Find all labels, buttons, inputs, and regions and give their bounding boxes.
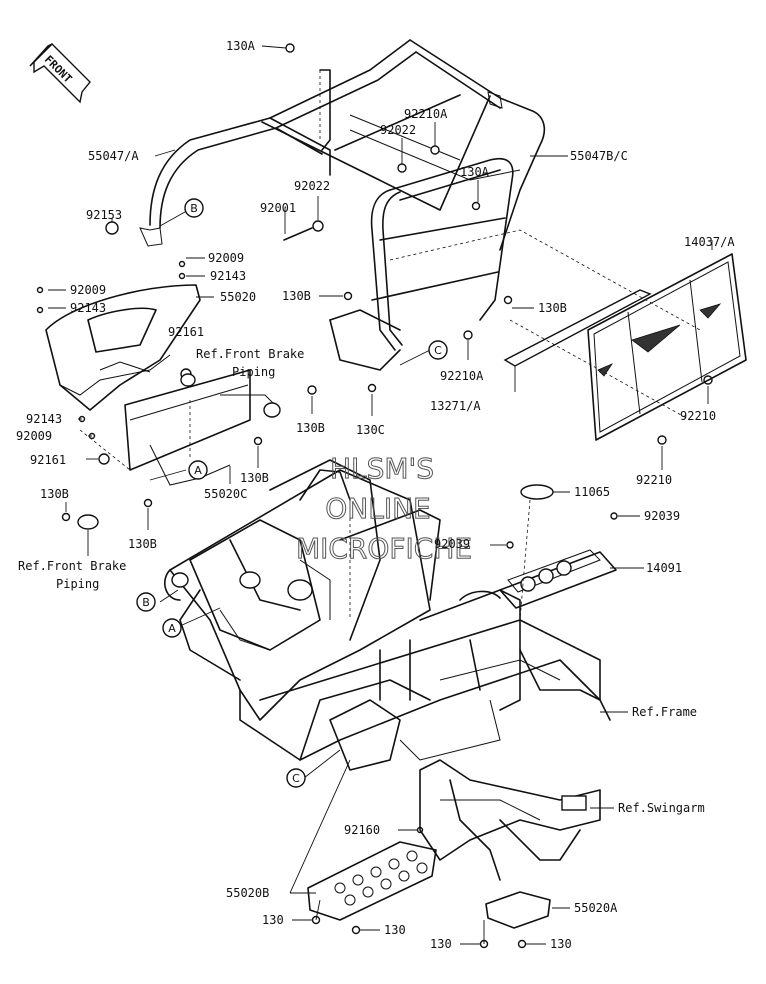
swingarm <box>419 759 601 881</box>
part-label: 130B <box>240 471 269 485</box>
part-label: 92210 <box>680 409 716 423</box>
part-label: 92143 <box>26 412 62 426</box>
part-label: 14091 <box>646 561 682 575</box>
part-label: 92001 <box>260 201 296 215</box>
svg-text:ONLINE: ONLINE <box>325 492 430 525</box>
main-frame <box>164 459 611 771</box>
part-label: 130A <box>460 165 490 179</box>
svg-text:C: C <box>292 772 300 785</box>
plate-55020a <box>485 891 551 929</box>
part-labels: 130A 55047/A 92210A 92022 55047B/C 130A … <box>16 39 735 951</box>
bolt-130a-icon <box>285 43 295 53</box>
leader-lines <box>48 45 713 945</box>
skid-plate-55020b <box>307 841 437 921</box>
part-label: 130B <box>128 537 157 551</box>
cap-11065 <box>520 484 554 500</box>
circle-callout-a-top: A <box>188 460 208 480</box>
part-label: 130B <box>282 289 311 303</box>
svg-text:B: B <box>142 596 150 609</box>
part-label: Piping <box>232 365 275 379</box>
part-label: 13271/A <box>430 399 481 413</box>
part-label: 92039 <box>434 537 470 551</box>
part-label: 92143 <box>210 269 246 283</box>
svg-text:A: A <box>194 464 202 477</box>
part-label: 14037/A <box>684 235 735 249</box>
part-label: 92009 <box>70 283 106 297</box>
part-label: 130 <box>550 937 572 951</box>
part-label: 92009 <box>208 251 244 265</box>
part-label: 92160 <box>344 823 380 837</box>
part-label: 130 <box>430 937 452 951</box>
part-label: 92153 <box>86 208 122 222</box>
svg-text:B: B <box>190 202 198 215</box>
part-label: Ref.Frame <box>632 705 697 719</box>
part-label: Piping <box>56 577 99 591</box>
circle-callout-b-bottom: B <box>136 592 156 612</box>
part-label: 55020C <box>204 487 247 501</box>
part-label: 92210 <box>636 473 672 487</box>
part-label: 92039 <box>644 509 680 523</box>
svg-text:C: C <box>434 344 442 357</box>
part-label: 55047B/C <box>570 149 628 163</box>
part-label: 55020B <box>226 886 269 900</box>
part-label: Ref.Front Brake <box>18 559 126 573</box>
svg-text:A: A <box>168 622 176 635</box>
part-label: 92161 <box>30 453 66 467</box>
part-label: 55020A <box>574 901 618 915</box>
circle-callout-b-top: B <box>184 198 204 218</box>
front-arrow-icon: FRONT <box>29 43 91 104</box>
part-label: 92009 <box>16 429 52 443</box>
tray-14091 <box>499 484 617 609</box>
part-label: 130B <box>538 301 567 315</box>
part-label: 55020 <box>220 290 256 304</box>
watermark: HLSM'S ONLINE MICROFICHE <box>295 452 472 566</box>
roll-cage-55047 <box>139 39 546 371</box>
part-label: 130B <box>40 487 69 501</box>
part-label: 130 <box>262 913 284 927</box>
guard-55020 <box>45 284 281 530</box>
svg-text:HLSM'S: HLSM'S <box>330 452 434 485</box>
part-label: 130A <box>226 39 256 53</box>
part-label: Ref.Swingarm <box>618 801 705 815</box>
part-label: 130C <box>356 423 385 437</box>
part-label: 92161 <box>168 325 204 339</box>
part-label: Ref.Front Brake <box>196 347 304 361</box>
seal-13271 <box>503 289 652 367</box>
part-label: 130B <box>296 421 325 435</box>
part-label: 92143 <box>70 301 106 315</box>
circle-callout-c-bottom: C <box>286 768 306 788</box>
circle-callout-c-top: C <box>428 340 448 360</box>
part-label: 92022 <box>380 123 416 137</box>
part-label: 92210A <box>404 107 448 121</box>
part-label: 11065 <box>574 485 610 499</box>
part-label: 92022 <box>294 179 330 193</box>
grille-14037 <box>587 253 747 441</box>
part-label: 130 <box>384 923 406 937</box>
svg-text:MICROFICHE: MICROFICHE <box>296 532 472 565</box>
part-label: 92210A <box>440 369 484 383</box>
reference-lines <box>79 70 701 621</box>
part-label: 55047/A <box>88 149 139 163</box>
circle-callout-a-bottom: A <box>162 618 182 638</box>
